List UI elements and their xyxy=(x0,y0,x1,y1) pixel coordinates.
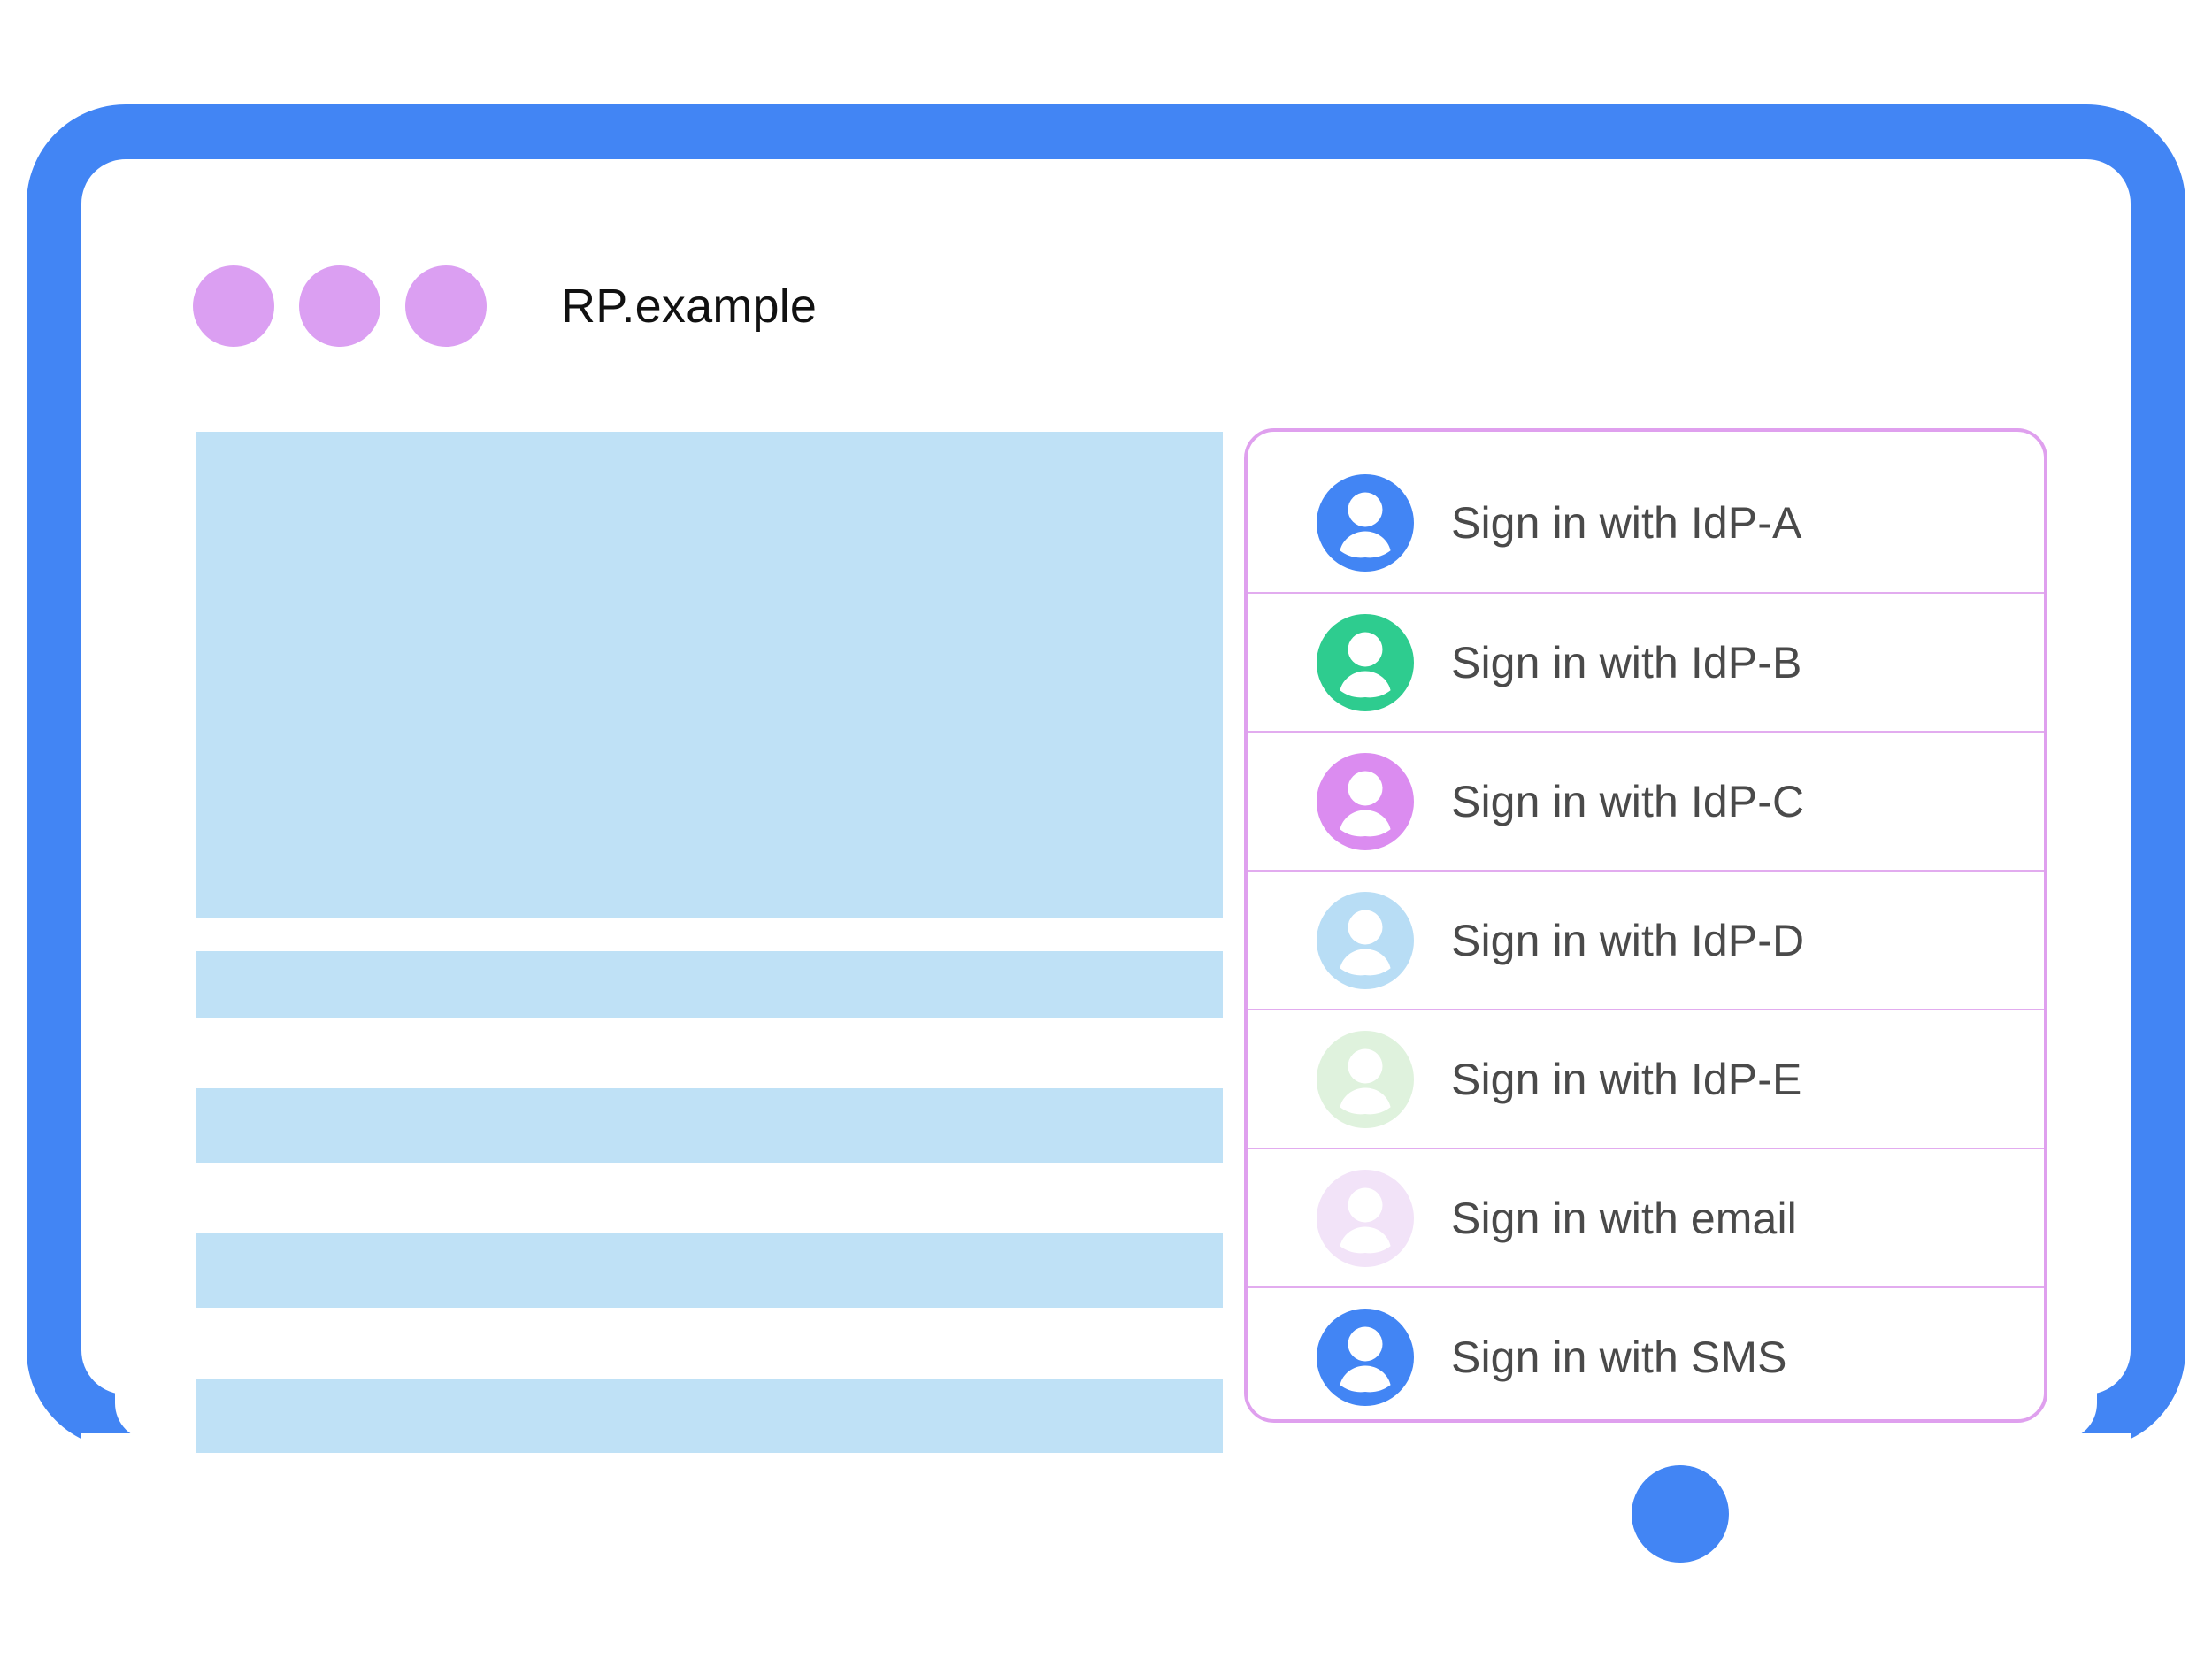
account-avatar-icon xyxy=(1317,473,1414,572)
account-label: Sign in with SMS xyxy=(1451,1332,1787,1382)
account-row[interactable]: Sign in with IdP-A xyxy=(1248,453,2044,592)
account-avatar-icon xyxy=(1317,1308,1414,1406)
account-avatar-icon xyxy=(1317,752,1414,850)
account-avatar-icon xyxy=(1317,613,1414,711)
account-row[interactable]: Sign in with IdP-C xyxy=(1248,731,2044,870)
page-title: RP.example xyxy=(561,280,818,333)
account-row[interactable]: Sign in with SMS xyxy=(1248,1286,2044,1419)
account-avatar-icon xyxy=(1317,1169,1414,1267)
browser-titlebar: RP.example xyxy=(193,265,817,347)
account-label: Sign in with email xyxy=(1451,1193,1797,1243)
window-dot-1[interactable] xyxy=(193,265,274,347)
account-avatar-icon xyxy=(1317,1030,1414,1128)
text-placeholder-4 xyxy=(196,1379,1223,1453)
hero-placeholder xyxy=(196,432,1223,918)
text-placeholder-2 xyxy=(196,1088,1223,1163)
window-dot-3[interactable] xyxy=(405,265,487,347)
account-label: Sign in with IdP-A xyxy=(1451,497,1802,548)
account-row[interactable]: Sign in with IdP-E xyxy=(1248,1009,2044,1148)
text-placeholder-3 xyxy=(196,1233,1223,1308)
account-row[interactable]: Sign in with IdP-D xyxy=(1248,870,2044,1009)
text-placeholder-1 xyxy=(196,951,1223,1018)
account-label: Sign in with IdP-C xyxy=(1451,776,1805,826)
account-label: Sign in with IdP-E xyxy=(1451,1054,1802,1104)
account-chooser-dialog: Sign in with IdP-A Sign in with IdP-B Sign… xyxy=(1244,428,2047,1423)
account-row[interactable]: Sign in with email xyxy=(1248,1148,2044,1286)
account-avatar-icon xyxy=(1317,891,1414,989)
account-list: Sign in with IdP-A Sign in with IdP-B Sign… xyxy=(1248,453,2044,1419)
window-dot-2[interactable] xyxy=(299,265,380,347)
account-label: Sign in with IdP-D xyxy=(1451,915,1805,965)
account-row[interactable]: Sign in with IdP-B xyxy=(1248,592,2044,731)
home-circle-icon[interactable] xyxy=(1632,1465,1729,1563)
account-label: Sign in with IdP-B xyxy=(1451,637,1802,687)
page-content-skeleton xyxy=(196,432,1223,1453)
